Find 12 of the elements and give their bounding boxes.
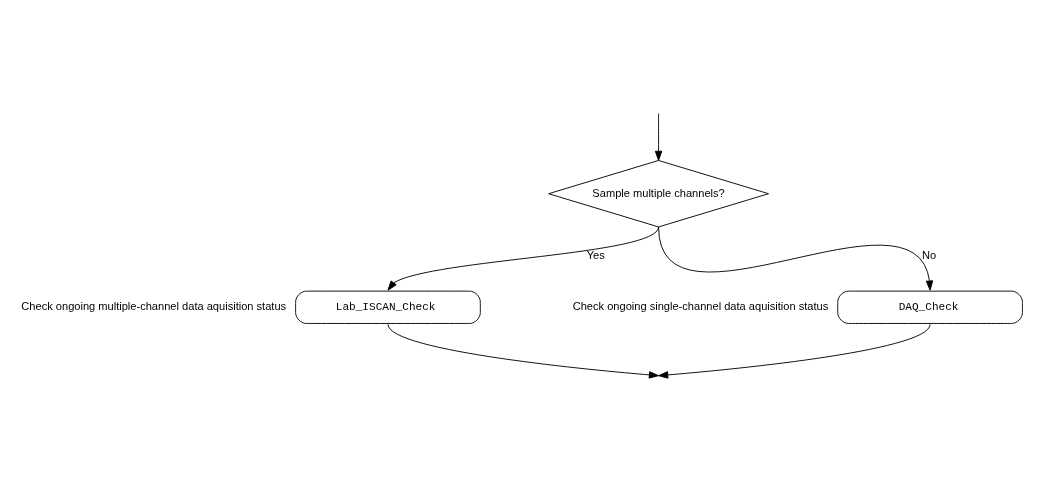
node-label: Check ongoing single-channel data aquisition status	[572, 300, 829, 313]
arrow	[387, 226, 660, 291]
edge-label: Yes	[586, 248, 605, 261]
arrow	[654, 112, 663, 161]
node-box: DAQ_Check	[837, 290, 1023, 324]
node-box: Lab_ISCAN_Check	[295, 290, 481, 324]
arrow	[387, 323, 660, 379]
node-label: Check ongoing multiple-channel data aquisition status	[21, 300, 287, 313]
node-diamond: Sample multiple channels?	[548, 160, 769, 228]
arrow	[658, 323, 931, 379]
arrow	[658, 226, 934, 291]
edge-label: No	[922, 248, 937, 261]
